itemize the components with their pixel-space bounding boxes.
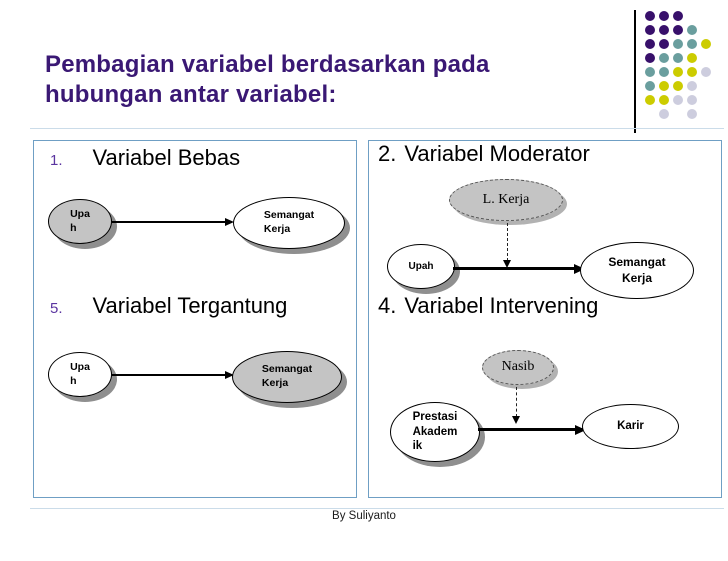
dot-pattern-decoration [645,11,725,129]
decoration-dot [687,25,697,35]
decoration-dot [687,95,697,105]
decoration-dot [645,11,655,21]
decoration-dot [645,53,655,63]
decoration-dot [687,53,697,63]
decoration-dot [673,95,683,105]
decoration-dot [659,109,669,119]
quadrant-heading: Variabel Bebas [92,145,241,170]
decoration-dot [687,109,697,119]
quadrant-title-intervening: 4. Variabel Intervening [378,293,598,319]
left-panel: 1. Variabel Bebas Upa h Semangat Kerja 5… [33,140,357,498]
arrow-tergantung [112,374,232,376]
ellipse-upah-bebas: Upa h [48,199,112,244]
footer-author: By Suliyanto [332,510,396,522]
arrow-bebas [112,221,232,223]
decoration-dot [645,95,655,105]
quadrant-number: 2. [378,141,397,166]
quadrant-number: 4. [378,293,397,318]
quadrant-title-tergantung: 5. Variabel Tergantung [50,293,287,319]
decoration-dot [687,81,697,91]
quadrant-number: 1. [50,152,63,169]
ellipse-upah-moderator: Upah [387,244,455,289]
arrow-moderator [453,267,583,270]
decoration-dot [687,67,697,77]
ellipse-l-kerja-moderator: L. Kerja [449,179,563,221]
decoration-dot [659,95,669,105]
decoration-dot [645,25,655,35]
decoration-dot [701,39,711,49]
decoration-dot [673,25,683,35]
decoration-vertical-line [634,10,636,133]
ellipse-karir: Karir [582,404,679,449]
decoration-dot [659,39,669,49]
right-panel: 2. Variabel Moderator L. Kerja Upah Sema… [368,140,722,498]
quadrant-heading: Variabel Tergantung [92,293,288,318]
decoration-dot [673,81,683,91]
quadrant-title-moderator: 2. Variabel Moderator [378,141,590,167]
divider-line-top [30,128,724,129]
decoration-dot [645,81,655,91]
dashed-arrow-moderator [503,223,511,268]
ellipse-semangat-kerja-moderator: Semangat Kerja [580,242,694,299]
decoration-dot [659,53,669,63]
decoration-dot [701,67,711,77]
ellipse-semangat-kerja-bebas: Semangat Kerja [233,197,345,249]
decoration-dot [659,11,669,21]
decoration-dot [645,67,655,77]
decoration-dot [673,39,683,49]
ellipse-prestasi-akademik: Prestasi Akadem ik [390,402,480,462]
decoration-dot [673,53,683,63]
ellipse-semangat-kerja-tergantung: Semangat Kerja [232,351,342,403]
quadrant-number: 5. [50,300,63,317]
decoration-dot [645,39,655,49]
page-title: Pembagian variabel berdasarkan pada hubu… [45,51,490,109]
quadrant-heading: Variabel Moderator [404,141,590,166]
decoration-dot [659,25,669,35]
quadrant-heading: Variabel Intervening [404,293,599,318]
decoration-dot [687,39,697,49]
quadrant-title-bebas: 1. Variabel Bebas [50,145,240,171]
ellipse-nasib-intervening: Nasib [482,350,554,385]
ellipse-upah-tergantung: Upa h [48,352,112,397]
arrow-intervening [478,428,584,431]
dashed-arrow-intervening [512,387,520,424]
decoration-dot [673,67,683,77]
divider-line-bottom [30,508,724,509]
decoration-dot [659,67,669,77]
decoration-dot [673,11,683,21]
decoration-dot [659,81,669,91]
